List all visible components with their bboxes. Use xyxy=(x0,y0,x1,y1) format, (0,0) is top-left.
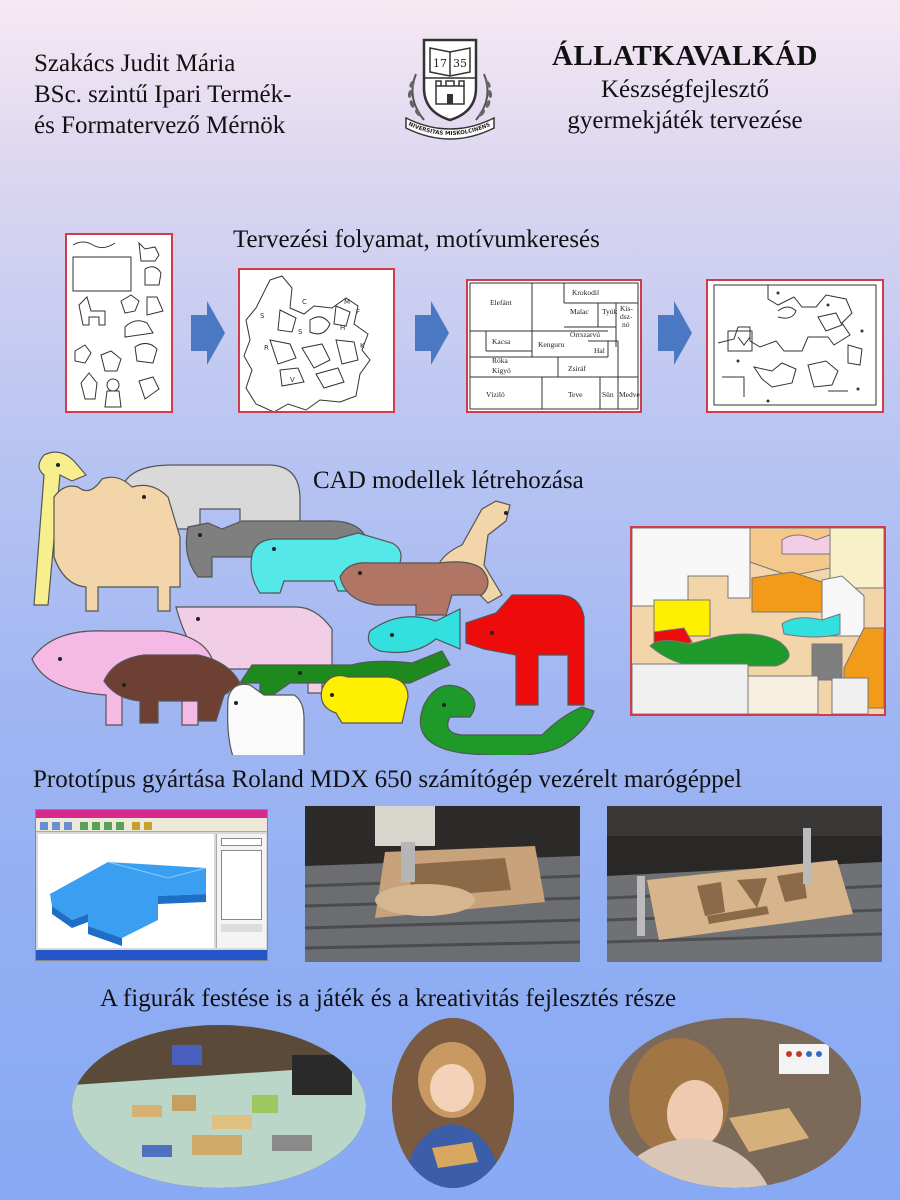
layout-label-no: nó xyxy=(622,320,630,329)
layout-label-sun: Sün xyxy=(602,390,614,399)
author-block: Szakács Judit Mária BSc. szintű Ipari Te… xyxy=(34,48,291,141)
university-seal-logo: 17 35 UNIVERSITAS MISKOLCINENSIS xyxy=(398,36,495,140)
section-title-painting: A figurák festése is a játék és a kreati… xyxy=(100,985,677,1012)
cad-boar xyxy=(103,654,241,724)
layout-label-zsiraf: Zsiráf xyxy=(568,364,586,373)
layout-label-hal: Hal xyxy=(594,346,605,355)
layout-label-krokodil: Krokodil xyxy=(572,288,599,297)
svg-text:K: K xyxy=(360,342,365,350)
milling-photo-1-scene xyxy=(305,806,580,962)
layout-label-teve: Teve xyxy=(568,390,583,399)
milling-photo-1 xyxy=(305,806,580,962)
milling-photo-2 xyxy=(607,806,882,962)
cam-3d-model xyxy=(50,861,207,946)
layout-label-kigyo: Kígyó xyxy=(492,366,511,375)
cad-chick xyxy=(320,674,409,724)
motif-puzzle-drawing: C MF S S H R K V xyxy=(243,275,371,411)
layout-label-malac: Malac xyxy=(570,307,589,316)
layout-label-dsz: dsz- xyxy=(620,312,633,321)
painting-photo-child-2 xyxy=(609,1018,861,1188)
svg-text:M: M xyxy=(344,298,350,306)
author-degree-line2: és Formatervező Mérnök xyxy=(34,112,286,139)
cad-tray-drawing xyxy=(632,528,884,714)
layout-label-kis: Kis- xyxy=(620,304,633,313)
cad-giraffe xyxy=(33,451,87,606)
author-degree-line1: BSc. szintű Ipari Termék- xyxy=(34,81,292,108)
process-arrow-3 xyxy=(658,301,692,365)
layout-label-vizilo: Víziló xyxy=(486,390,505,399)
layout-label-elefant: Elefánt xyxy=(490,298,513,307)
author-name: Szakács Judit Mária xyxy=(34,50,236,77)
project-subtitle-line1: Készségfejlesztő xyxy=(601,76,769,103)
layout-label-medve: Medve xyxy=(619,390,640,399)
cam-viewport xyxy=(38,834,214,948)
layout-plan-panel: Elefánt Krokodil Malac Tyúk Kis- dsz- nó… xyxy=(466,279,642,413)
cad-bear xyxy=(339,561,489,616)
painting-table-scene xyxy=(72,1025,366,1188)
layout-label-orrszarvu: Orrszarvú xyxy=(570,330,600,339)
cam-software-screenshot xyxy=(35,809,268,961)
process-arrow-1 xyxy=(191,301,225,365)
svg-text:S: S xyxy=(298,328,303,336)
project-subtitle-line2: gyermekjáték tervezése xyxy=(567,107,803,134)
section-title-cad: CAD modellek létrehozása xyxy=(313,467,584,494)
process-arrow-2 xyxy=(415,301,449,365)
cad-duck xyxy=(227,683,305,755)
cam-toolbar-icons xyxy=(40,822,152,830)
layout-label-kenguru: Kenguru xyxy=(538,340,564,349)
cam-titlebar xyxy=(36,810,267,818)
layout-label-roka: Róka xyxy=(492,356,509,365)
cad-snake xyxy=(419,684,595,755)
sketch-drawing xyxy=(72,241,164,408)
cam-side-panel xyxy=(216,834,266,948)
painting-photo-child-1 xyxy=(392,1018,514,1188)
layout-label-tyuk: Tyúk xyxy=(602,307,618,316)
cad-camel xyxy=(53,476,181,612)
painting-photo-table xyxy=(72,1025,366,1188)
final-outline-drawing xyxy=(713,284,877,406)
milling-photo-2-scene xyxy=(607,806,882,962)
section-title-design: Tervezési folyamat, motívumkeresés xyxy=(233,226,600,253)
layout-plan-drawing: Elefánt Krokodil Malac Tyúk Kis- dsz- nó… xyxy=(469,282,640,410)
seal-year-left: 17 xyxy=(433,57,447,70)
cad-models-collage xyxy=(31,451,595,755)
seal-year-right: 35 xyxy=(453,57,467,70)
section-title-prototype: Prototípus gyártása Roland MDX 650 számí… xyxy=(33,766,742,793)
svg-text:R: R xyxy=(264,344,269,352)
project-title: ÁLLATKAVALKÁD xyxy=(552,40,818,72)
svg-text:C: C xyxy=(302,298,307,306)
svg-text:H: H xyxy=(340,324,345,332)
painting-child-2-scene xyxy=(609,1018,861,1188)
cam-toolbar xyxy=(36,818,267,832)
cad-fox xyxy=(465,594,585,706)
painting-child-1-scene xyxy=(392,1018,514,1188)
cad-fish xyxy=(367,608,461,654)
cam-taskbar xyxy=(36,950,267,960)
layout-label-kacsa: Kacsa xyxy=(492,337,511,346)
cad-assembled-tray xyxy=(630,526,886,716)
final-outline-panel xyxy=(706,279,884,413)
sketch-panel xyxy=(65,233,173,413)
svg-text:S: S xyxy=(260,312,265,320)
project-title-block: ÁLLATKAVALKÁD Készségfejlesztő gyermekjá… xyxy=(520,38,850,136)
svg-text:V: V xyxy=(290,376,295,384)
svg-text:F: F xyxy=(356,308,360,316)
